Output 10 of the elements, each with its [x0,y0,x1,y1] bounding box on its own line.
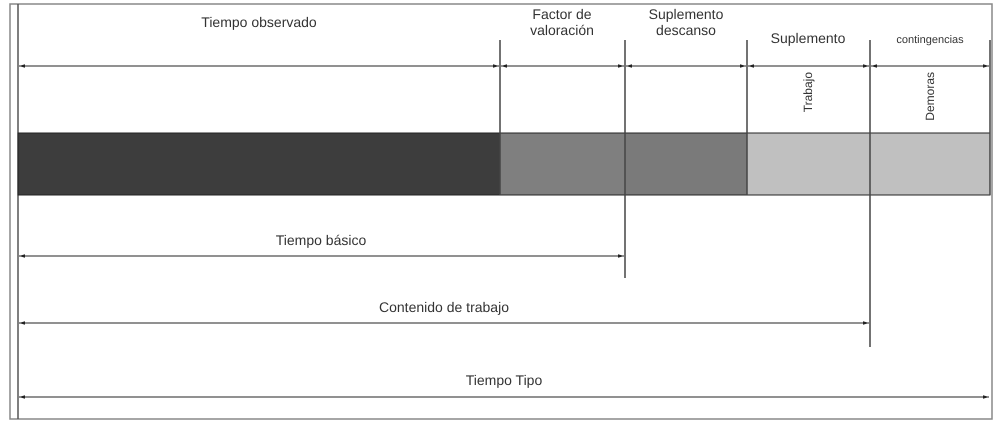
dimension-label: contingencias [895,33,965,48]
dimension-label: Suplemento [770,30,846,46]
dimension-label: Tiempo observado [200,14,318,30]
dimension-label: Contenido de trabajo [378,299,510,315]
segment-label: Trabajo [800,72,816,112]
dimension-label: Factor de valoración [529,6,595,38]
dimension-label: Suplemento descanso [648,6,724,38]
dimension-label: Tiempo básico [274,232,368,248]
segment-label: Demoras [922,72,938,121]
dimension-label: Tiempo Tipo [464,372,544,388]
